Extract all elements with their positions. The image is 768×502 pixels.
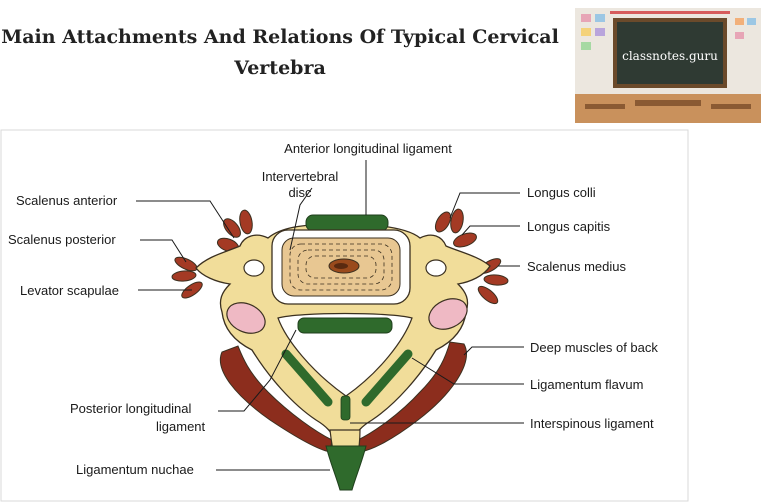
vertebral-canal (277, 312, 413, 397)
label-posterior-longitudinal-ligament-line-2: ligament (156, 419, 206, 434)
ligamentum-flavum-right (361, 349, 413, 407)
label-interspinous-ligament: Interspinous ligament (530, 416, 654, 431)
ligamentum-nuchae-band (325, 445, 367, 491)
label-longus-capitis: Longus capitis (527, 219, 611, 234)
foramen-transversarium-left (243, 259, 265, 277)
label-posterior-longitudinal-ligament-line-1: Posterior longitudinal (70, 401, 192, 416)
vertebra-diagram: Anterior longitudinal ligament Intervert… (0, 129, 689, 502)
anterior-longitudinal-ligament-band (305, 214, 389, 232)
label-deep-muscles-of-back: Deep muscles of back (530, 340, 658, 355)
label-levator-scapulae: Levator scapulae (20, 283, 119, 298)
articular-facet-right (428, 298, 468, 330)
muscle-lobes-right (434, 208, 509, 305)
interspinous-ligament-band (340, 395, 351, 421)
articular-facet-left (226, 302, 266, 334)
leader-lines (136, 160, 524, 471)
label-scalenus-posterior: Scalenus posterior (8, 232, 116, 247)
label-longus-colli: Longus colli (527, 185, 596, 200)
posterior-longitudinal-ligament-band (297, 317, 393, 334)
classroom-logo-image: classnotes.guru (575, 8, 761, 123)
label-scalenus-medius: Scalenus medius (527, 259, 626, 274)
diagram-title: Main Attachments And Relations Of Typica… (0, 22, 560, 84)
intervertebral-disc-shape (271, 229, 411, 305)
label-intervertebral-disc-line-2: disc (288, 185, 312, 200)
label-ligamentum-nuchae: Ligamentum nuchae (76, 462, 194, 477)
title-line-2: Vertebra (234, 57, 326, 79)
foramen-transversarium-right (425, 259, 447, 277)
label-scalenus-anterior: Scalenus anterior (16, 193, 118, 208)
classnotes-logo: classnotes.guru (575, 8, 761, 123)
label-intervertebral-disc-line-1: Intervertebral (262, 169, 339, 184)
label-anterior-longitudinal-ligament: Anterior longitudinal ligament (284, 141, 452, 156)
ligamentum-flavum-left (281, 349, 333, 407)
title-line-1: Main Attachments And Relations Of Typica… (1, 26, 559, 48)
logo-text: classnotes.guru (622, 49, 718, 63)
label-ligamentum-flavum: Ligamentum flavum (530, 377, 643, 392)
